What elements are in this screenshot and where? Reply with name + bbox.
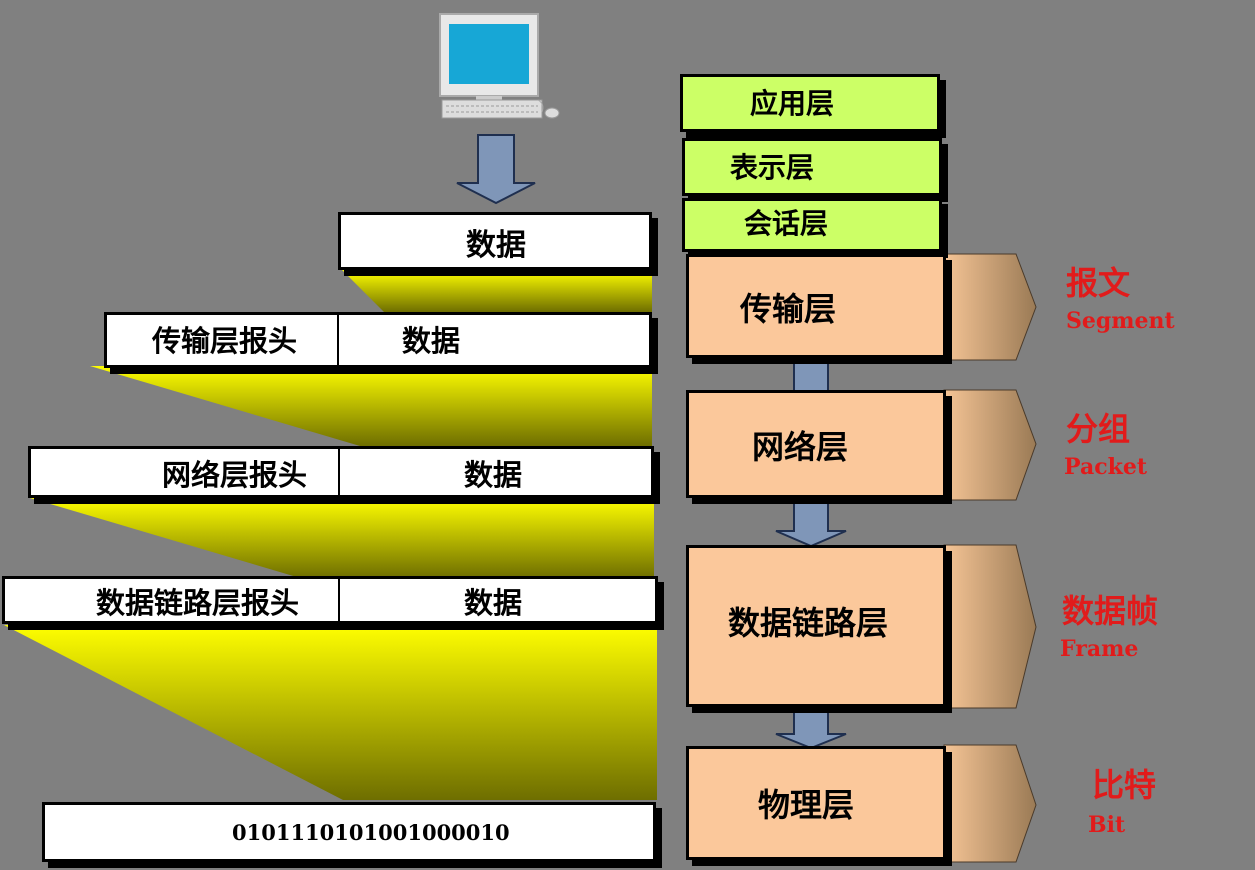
datalink-data-label: 数据: [464, 586, 523, 620]
network-header-label: 网络层报头: [162, 458, 308, 492]
chevron-transport: [943, 253, 1037, 361]
pdu-segment-en: Segment: [1066, 308, 1175, 334]
datalink-layer-label: 数据链路层: [728, 604, 889, 642]
application-layer: [680, 74, 940, 132]
presentation-layer: [682, 138, 942, 196]
datalink-row-divider: [338, 576, 340, 624]
network-layer-label: 网络层: [752, 428, 849, 466]
pdu-frame-en: Frame: [1060, 636, 1139, 662]
transport-layer: [686, 254, 946, 358]
wedge-network: [90, 366, 652, 446]
chevron-network: [943, 389, 1037, 501]
pdu-bit-cn: 比特: [1092, 766, 1157, 804]
network-row-divider: [338, 446, 340, 498]
transport-header-row: [104, 312, 652, 368]
network-header-row: [28, 446, 654, 498]
chevron-datalink: [943, 544, 1037, 709]
data-block-label: 数据: [466, 228, 526, 263]
transport-data-label: 数据: [402, 324, 461, 358]
datalink-layer: [686, 545, 946, 707]
transport-layer-label: 传输层: [740, 290, 837, 328]
computer-icon: [439, 13, 560, 119]
wedge-datalink: [30, 498, 654, 578]
wedge-transport: [342, 270, 652, 312]
pdu-frame-cn: 数据帧: [1062, 592, 1159, 630]
network-data-label: 数据: [464, 458, 523, 492]
data-block: [338, 212, 652, 270]
pdu-packet-cn: 分组: [1066, 410, 1131, 448]
physical-layer-label: 物理层: [758, 786, 855, 824]
wedge-physical: [4, 625, 657, 800]
network-layer: [686, 390, 946, 498]
datalink-header-label: 数据链路层报头: [96, 586, 300, 620]
bits-label: 0101110101001000010: [232, 820, 510, 845]
bits-row: [42, 802, 656, 862]
down-arrow-computer: [456, 134, 536, 205]
transport-header-label: 传输层报头: [152, 324, 298, 358]
application-layer-label: 应用层: [750, 87, 835, 120]
pdu-segment-cn: 报文: [1066, 264, 1131, 302]
presentation-layer-label: 表示层: [730, 151, 815, 184]
datalink-header-row: [2, 576, 658, 624]
pdu-packet-en: Packet: [1064, 454, 1148, 480]
chevron-physical: [943, 744, 1037, 863]
physical-layer: [686, 746, 946, 860]
session-layer-label: 会话层: [744, 207, 829, 240]
pdu-bit-en: Bit: [1088, 812, 1126, 838]
session-layer: [682, 198, 942, 252]
transport-row-divider: [337, 312, 339, 368]
